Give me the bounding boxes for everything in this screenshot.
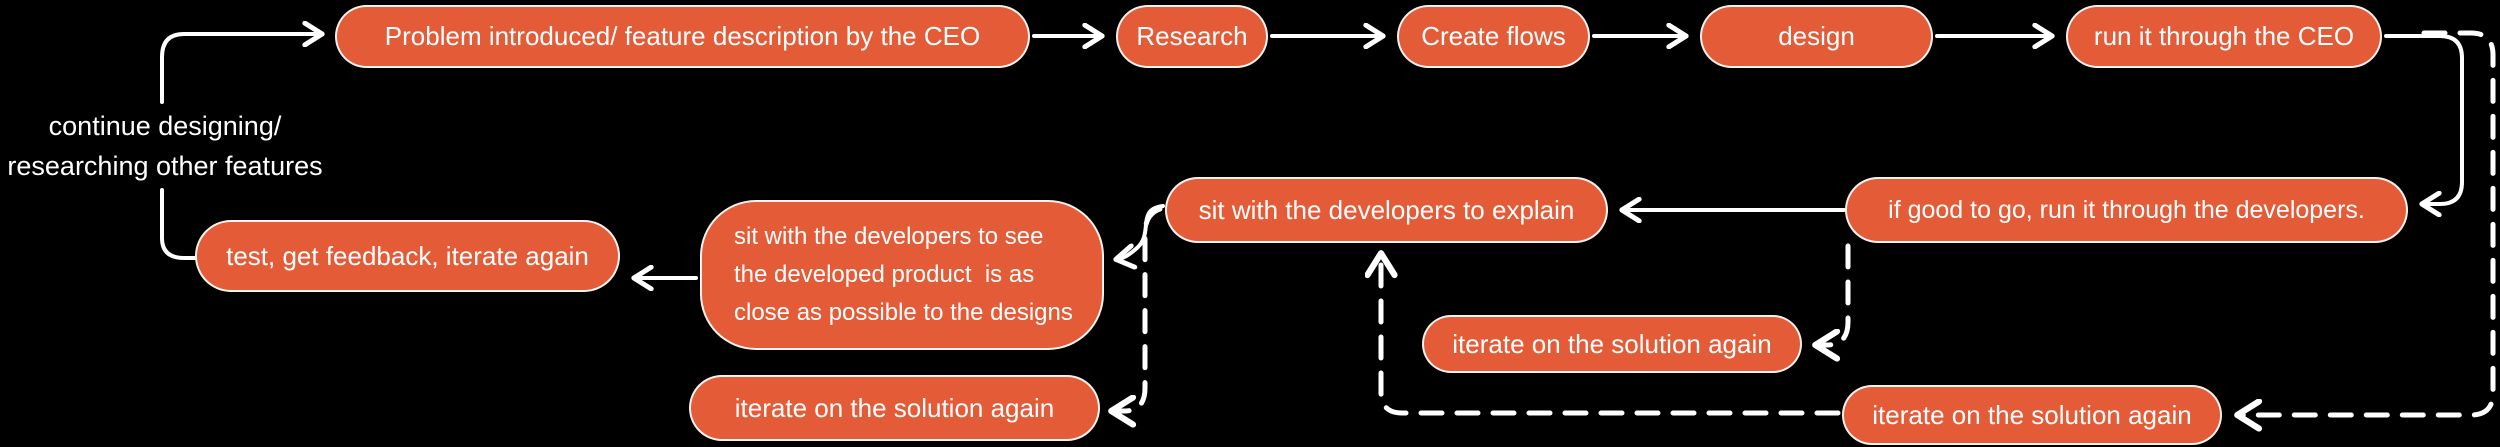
node-sit-with-developers-explain-label: sit with the developers to explain xyxy=(1198,194,1575,225)
node-iterate-bottom-right[interactable]: iterate on the solution again xyxy=(1842,385,2222,445)
node-run-through-ceo-label: run it through the CEO xyxy=(2093,21,2355,51)
node-iterate-bottom-middle[interactable]: iterate on the solution again xyxy=(689,375,1100,441)
connector-test-to-problem xyxy=(160,34,320,260)
connector-explain-to-devcheck xyxy=(1118,204,1165,259)
node-sit-with-developers-see-line1: sit with the developers to see xyxy=(734,223,1044,250)
node-run-through-ceo[interactable]: run it through the CEO xyxy=(2066,5,2382,68)
node-create-flows[interactable]: Create flows xyxy=(1397,5,1590,68)
node-iterate-bottom-right-label: iterate on the solution again xyxy=(1872,399,2192,430)
node-if-good-to-go-label: if good to go, run it through the develo… xyxy=(1888,195,2365,224)
node-research-label: Research xyxy=(1136,21,1248,51)
node-iterate-bottom-middle-label: iterate on the solution again xyxy=(734,392,1055,423)
node-test-get-feedback[interactable]: test, get feedback, iterate again xyxy=(195,220,620,292)
node-sit-with-developers-explain[interactable]: sit with the developers to explain xyxy=(1165,177,1608,243)
node-research[interactable]: Research xyxy=(1116,5,1268,68)
node-sit-with-developers-see[interactable]: sit with the developers to see the devel… xyxy=(700,200,1104,350)
node-problem-introduced-label: Problem introduced/ feature description … xyxy=(384,21,981,51)
node-test-get-feedback-label: test, get feedback, iterate again xyxy=(226,240,589,271)
loop-annotation-line2: researching other features xyxy=(7,151,323,181)
node-iterate-middle-right[interactable]: iterate on the solution again xyxy=(1422,315,1802,373)
node-sit-with-developers-see-line3: close as possible to the designs xyxy=(734,299,1073,326)
connector-runceo-to-iterate-bottom-right xyxy=(2240,30,2496,415)
connector-explain-to-iterate-bottom-mid xyxy=(1114,206,1163,411)
connector-ifgood-to-iterate-mid xyxy=(1818,243,1851,345)
node-iterate-middle-right-label: iterate on the solution again xyxy=(1452,328,1772,359)
node-design-label: design xyxy=(1778,21,1855,51)
node-design[interactable]: design xyxy=(1700,5,1933,68)
connector-iterate-bottom-right-to-explain xyxy=(1381,256,1841,416)
loop-annotation-line1: continue designing/ xyxy=(48,111,282,141)
node-create-flows-label: Create flows xyxy=(1421,21,1566,51)
node-sit-with-developers-see-line2: the developed product is as xyxy=(734,261,1035,288)
connector-runceo-to-ifgood xyxy=(2384,34,2464,204)
node-problem-introduced[interactable]: Problem introduced/ feature description … xyxy=(335,5,1030,68)
loop-annotation[interactable]: continue designing/ researching other fe… xyxy=(0,106,330,186)
node-if-good-to-go[interactable]: if good to go, run it through the develo… xyxy=(1845,177,2408,243)
